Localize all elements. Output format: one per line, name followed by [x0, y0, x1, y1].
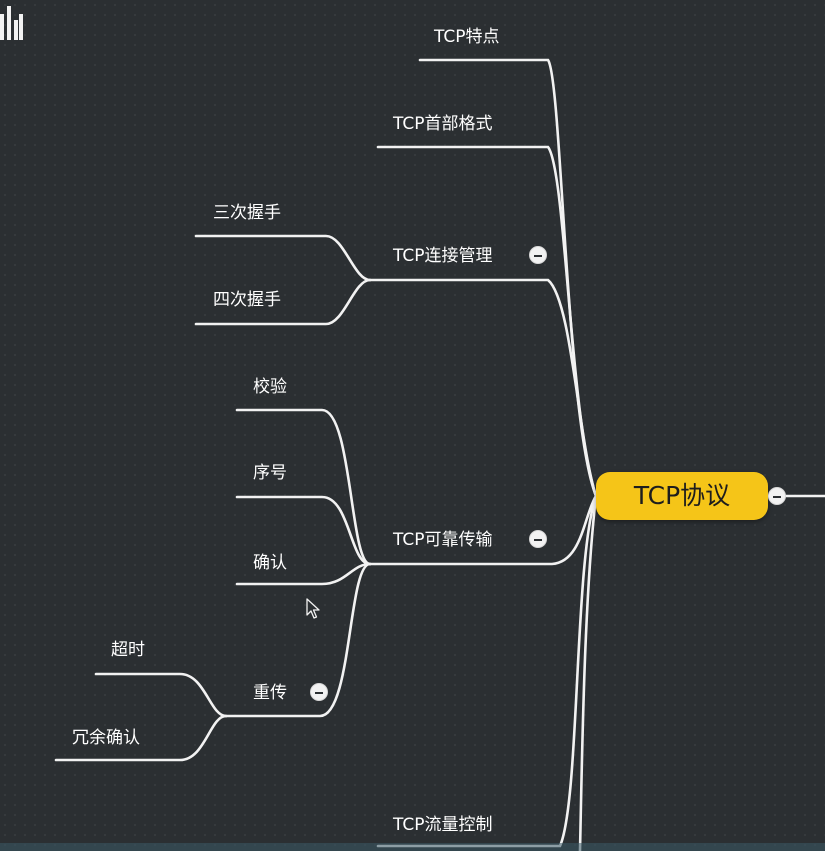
bilibili-logo-icon	[0, 6, 24, 40]
connector-timeout	[94, 672, 228, 718]
minus-circle-icon[interactable]	[529, 246, 547, 264]
connector-sequence	[235, 495, 372, 566]
node-tcp-connection-mgmt[interactable]: TCP连接管理	[393, 246, 493, 266]
node-timeout[interactable]: 超时	[111, 640, 145, 660]
mouse-pointer-icon	[306, 598, 320, 619]
node-tcp-flow-control[interactable]: TCP流量控制	[393, 815, 493, 835]
connector-more-below	[578, 494, 598, 851]
connector-dup-ack	[54, 714, 228, 762]
node-tcp-features[interactable]: TCP特点	[434, 27, 500, 47]
node-tcp-reliable-transfer[interactable]: TCP可靠传输	[393, 530, 493, 550]
node-duplicate-ack[interactable]: 冗余确认	[72, 728, 140, 748]
node-three-way-handshake[interactable]: 三次握手	[213, 203, 281, 223]
minus-circle-icon[interactable]	[768, 487, 786, 505]
connector-ack	[235, 562, 372, 586]
connector-flow-control	[376, 494, 598, 848]
connector-connection-mgmt	[368, 278, 598, 498]
minus-circle-icon[interactable]	[310, 683, 328, 701]
node-tcp-header-format[interactable]: TCP首部格式	[393, 114, 493, 134]
node-checksum[interactable]: 校验	[253, 377, 287, 397]
node-acknowledgement[interactable]: 确认	[253, 553, 287, 573]
connector-checksum	[235, 408, 372, 566]
connector-reliable-transfer	[368, 494, 598, 566]
connector-four-way	[194, 278, 372, 326]
node-retransmission[interactable]: 重传	[253, 683, 287, 703]
node-sequence-number[interactable]: 序号	[253, 463, 287, 483]
root-node[interactable]: TCP协议	[596, 472, 768, 520]
connector-three-way	[194, 234, 372, 282]
node-four-way-handshake[interactable]: 四次握手	[213, 290, 281, 310]
minus-circle-icon[interactable]	[529, 530, 547, 548]
connector-retransmit	[224, 562, 372, 718]
